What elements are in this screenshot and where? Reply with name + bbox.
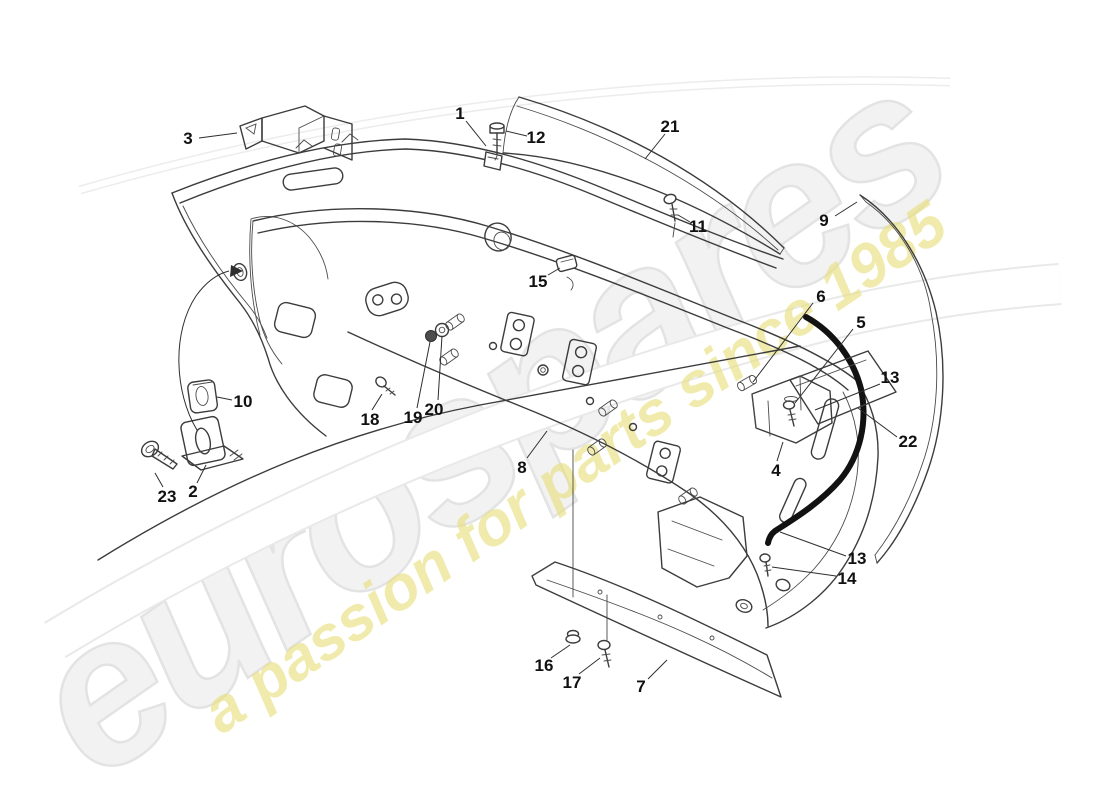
swoosh-band-core xyxy=(45,265,1062,657)
armature-end-cap xyxy=(657,379,879,629)
callout-16: 16 xyxy=(535,656,554,675)
aperture-ring xyxy=(484,222,512,252)
part-22-plate xyxy=(789,350,897,425)
part-23-screw xyxy=(140,440,178,470)
part-3-bracket xyxy=(239,105,353,161)
callout-7: 7 xyxy=(636,677,645,696)
part-13-rubber-seal xyxy=(765,314,867,546)
bolt-12 xyxy=(489,122,505,161)
callout-2: 2 xyxy=(188,482,197,501)
callout-labels: 1 2 3 4 5 6 7 8 9 10 11 12 13 13 14 15 1… xyxy=(158,104,918,696)
callout-11: 11 xyxy=(689,217,707,236)
callout-8: 8 xyxy=(517,458,526,477)
clip-15 xyxy=(555,254,578,291)
callout-19: 19 xyxy=(404,408,423,427)
mount-plate-a xyxy=(500,311,535,357)
part-1-bumper-skin xyxy=(97,133,801,561)
leader-lines xyxy=(154,120,898,680)
nut-16 xyxy=(565,629,581,644)
mount-plate-b xyxy=(561,338,598,386)
callout-3: 3 xyxy=(183,129,192,148)
callout-12: 12 xyxy=(527,128,546,147)
part-8-armature xyxy=(251,207,857,627)
edge-clip xyxy=(483,151,503,171)
callout-10: 10 xyxy=(234,392,253,411)
part-2-bracket xyxy=(180,415,244,471)
mount-tab xyxy=(365,281,409,317)
callout-13-lower: 13 xyxy=(848,549,867,568)
callout-5: 5 xyxy=(856,313,865,332)
screw-11 xyxy=(663,193,679,238)
washer-19 xyxy=(425,330,437,342)
callout-21: 21 xyxy=(661,117,680,136)
bolt-5 xyxy=(782,396,798,427)
washer-20 xyxy=(434,322,450,338)
vent-slot xyxy=(810,398,840,460)
part-4-bracket xyxy=(737,374,833,444)
vent-slot xyxy=(778,477,807,524)
part-10-clip xyxy=(187,379,219,414)
callout-18: 18 xyxy=(361,410,380,429)
part-7-closing-panel xyxy=(531,449,782,698)
callout-20: 20 xyxy=(425,400,444,419)
stud-6 xyxy=(737,374,757,392)
callout-15: 15 xyxy=(529,272,548,291)
mount-plate-c xyxy=(645,440,682,484)
screw-18 xyxy=(375,376,396,396)
callout-4: 4 xyxy=(771,461,781,480)
studs xyxy=(439,313,698,505)
callout-14: 14 xyxy=(838,569,857,588)
callout-9: 9 xyxy=(819,211,828,230)
callout-1: 1 xyxy=(455,104,464,123)
callout-23: 23 xyxy=(158,487,177,506)
part-9-seal-strip xyxy=(859,194,944,564)
part-21-finisher-strip xyxy=(502,96,785,255)
callout-6: 6 xyxy=(816,287,825,306)
bolt-14 xyxy=(759,553,772,577)
callout-22: 22 xyxy=(899,432,918,451)
callout-17: 17 xyxy=(563,673,582,692)
swoosh-upper-core xyxy=(79,77,951,193)
lamp-slot xyxy=(282,167,344,191)
install-arrow xyxy=(178,265,243,431)
callout-13-upper: 13 xyxy=(881,368,900,387)
bolt-17 xyxy=(597,639,612,668)
